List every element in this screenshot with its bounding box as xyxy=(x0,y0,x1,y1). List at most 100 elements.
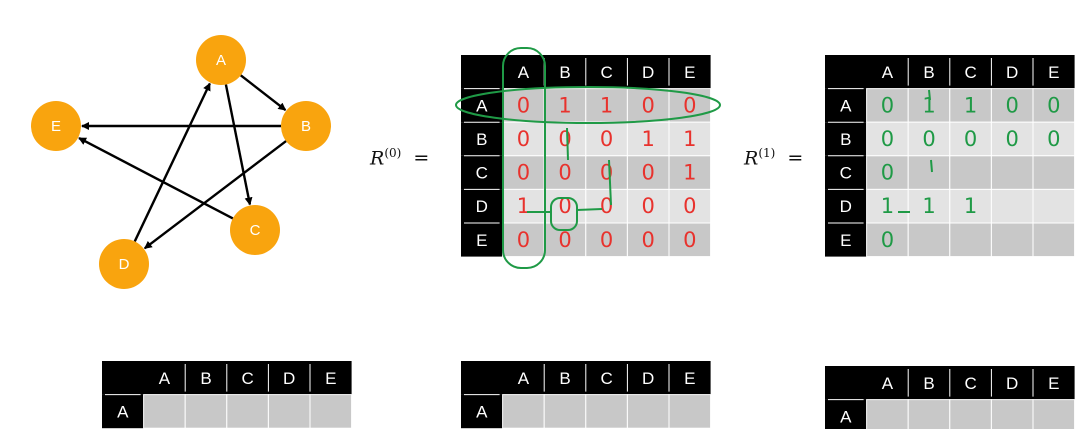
r2-row-header-a: A xyxy=(117,402,129,421)
r3-cell-a-a xyxy=(502,394,545,429)
r4-col-header-b: B xyxy=(923,374,934,393)
r0-cell-b-d xyxy=(626,121,670,157)
r0-mark-d-e: 0 xyxy=(683,194,696,218)
node-c xyxy=(230,205,280,255)
r2-col-header-a: A xyxy=(159,369,171,388)
r4-row-header-a: A xyxy=(840,407,852,426)
r3-cell-a-c xyxy=(585,394,628,429)
r0-mark-a-b: 1 xyxy=(558,93,571,117)
r0-mark-b-a: 0 xyxy=(517,127,530,151)
r1-row-header-e: E xyxy=(840,231,851,250)
r0-symbol: R xyxy=(370,147,385,170)
r1-mark-d-c: 1 xyxy=(964,194,977,218)
r1-row-header-bg xyxy=(825,155,867,190)
r1-cell-a-e xyxy=(1032,88,1076,123)
r1-row-header-bg xyxy=(825,223,867,257)
r1-cell-d-a xyxy=(866,188,909,224)
r3-cell-a-d xyxy=(626,394,670,429)
node-label-e: E xyxy=(51,118,61,135)
r1-row-header-bg xyxy=(825,189,867,223)
r0-mark-e-c: 0 xyxy=(600,228,613,252)
r0-mark-a-d: 0 xyxy=(642,93,655,117)
r1-col-header-a: A xyxy=(882,63,894,82)
r2-cell-a-d xyxy=(267,394,311,429)
r1-mark-b-b: 0 xyxy=(922,127,935,151)
r1-row-header-c: C xyxy=(840,164,852,183)
r1-mark-b-e: 0 xyxy=(1047,127,1060,151)
r0-equals: = xyxy=(413,147,430,170)
edge-a-b xyxy=(240,74,287,112)
r3-col-header-a: A xyxy=(518,369,530,388)
r0-mark-e-b: 0 xyxy=(558,228,571,252)
r2-col-header-b: B xyxy=(200,369,211,388)
r4-row-header-bg xyxy=(825,399,867,429)
r0-col-header-a: A xyxy=(518,63,530,82)
r1-mark-e-a: 0 xyxy=(881,228,894,252)
r0-equation: R(0) = xyxy=(370,146,429,169)
r4-col-header-e: E xyxy=(1048,374,1059,393)
r0-mark-d-a: 1 xyxy=(517,194,530,218)
node-label-a: A xyxy=(216,52,226,69)
r0-col-header-c: C xyxy=(600,63,612,82)
r1-row-header-bg xyxy=(825,122,867,156)
r1-row-header-d: D xyxy=(840,197,852,216)
node-e xyxy=(31,101,81,151)
r3-cell-a-b xyxy=(543,394,587,429)
r1-cell-c-b xyxy=(907,155,951,190)
r1-mark-d-a: 1 xyxy=(881,194,894,218)
r1-row-header-a: A xyxy=(840,96,852,115)
r0-cell-a-d xyxy=(626,88,670,123)
r0-dash-strokes xyxy=(527,208,603,213)
r1-equation: R(1) = xyxy=(744,146,803,169)
node-label-d: D xyxy=(119,256,130,273)
r0-mark-c-e: 1 xyxy=(683,161,696,185)
r1-cell-b-e xyxy=(1032,121,1076,157)
r0-mark-a-a: 0 xyxy=(517,93,530,117)
r1-mark-b-a: 0 xyxy=(881,127,894,151)
r0-cell-d-d xyxy=(626,188,670,224)
r1-col-header-c: C xyxy=(964,63,976,82)
r3-row-header-a: A xyxy=(476,402,488,421)
r4-cell-a-e xyxy=(1032,399,1076,429)
r3-cell-a-e xyxy=(668,394,712,429)
r0-row-header-bg xyxy=(461,223,503,257)
r0-col-header-b: B xyxy=(559,63,570,82)
r1-mark-a-b: 1 xyxy=(922,93,935,117)
r2-col-header-c: C xyxy=(241,369,253,388)
r0-mark-e-a: 0 xyxy=(517,228,530,252)
node-label-b: B xyxy=(301,118,311,135)
r2-col-header-e: E xyxy=(325,369,336,388)
r0-row-header-a: A xyxy=(476,96,488,115)
r1-mark-a-e: 0 xyxy=(1047,93,1060,117)
r1-cell-e-e xyxy=(1032,222,1076,258)
r0-col-header-d: D xyxy=(642,63,654,82)
r0-mark-b-e: 1 xyxy=(683,127,696,151)
r1-cell-d-c xyxy=(949,188,992,224)
r0-mark-a-e: 0 xyxy=(683,93,696,117)
r1-mark-d-b: 1 xyxy=(922,194,935,218)
r0-vertical-strokes xyxy=(566,127,612,206)
r0-mark-c-a: 0 xyxy=(517,161,530,185)
r1-symbol: R xyxy=(744,147,759,170)
cell-d-b-highlight xyxy=(550,197,578,231)
r0-mark-c-b: 0 xyxy=(558,161,571,185)
r1-mark-a-c: 1 xyxy=(964,93,977,117)
r0-mark-a-c: 1 xyxy=(600,93,613,117)
r4-col-header-c: C xyxy=(964,374,976,393)
r0-mark-e-e: 0 xyxy=(683,228,696,252)
r0-col-header-e: E xyxy=(684,63,695,82)
r1-equals: = xyxy=(787,147,804,170)
r0-cell-b-e xyxy=(668,121,712,157)
r2-cell-a-c xyxy=(226,394,269,429)
r0-mark-d-d: 0 xyxy=(642,194,655,218)
r2-col-header-d: D xyxy=(283,369,295,388)
r1-mark-a-d: 0 xyxy=(1006,93,1019,117)
r0-superscript: (0) xyxy=(384,146,402,160)
r2-cell-a-b xyxy=(184,394,228,429)
r0-cell-b-c xyxy=(585,121,628,157)
r0-cell-c-a xyxy=(502,155,545,190)
r4-cell-a-d xyxy=(990,399,1034,429)
r0-cell-c-b xyxy=(543,155,587,190)
r1-cell-c-e xyxy=(1032,155,1076,190)
r1-mark-a-a: 0 xyxy=(881,93,894,117)
